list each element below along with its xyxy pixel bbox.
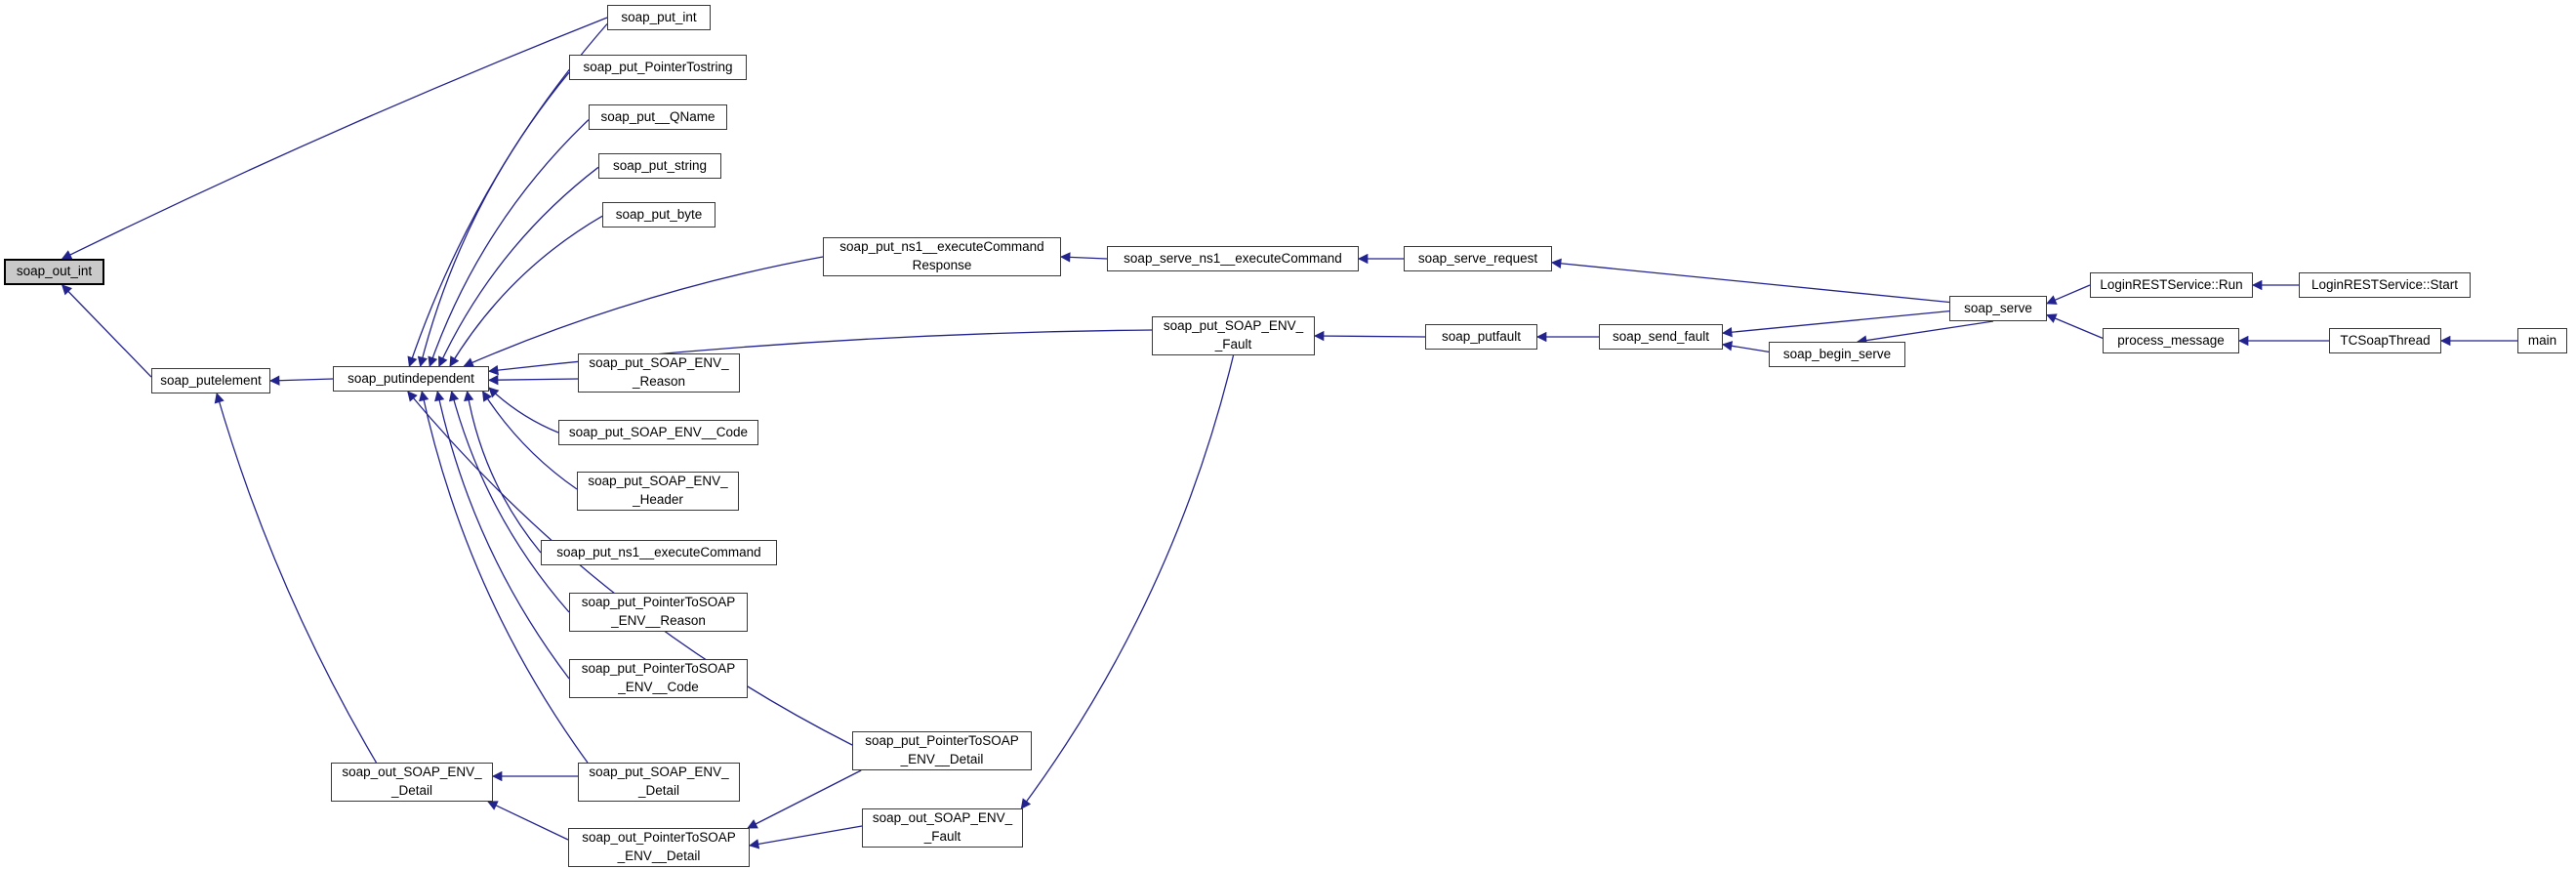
graph-node-putindependent[interactable]: soap_putindependent [333,366,489,392]
call-edge-put_string-to-putindependent [438,166,599,367]
graph-node-put_string[interactable]: soap_put_string [598,153,721,179]
call-edge-put_env_reason-to-putindependent [487,374,579,386]
graph-node-put_env_detail[interactable]: soap_put_SOAP_ENV_ _Detail [578,763,740,802]
call-edge-put_ptr_env_reason-to-putindependent [448,390,570,613]
graph-node-put_byte[interactable]: soap_put_byte [602,202,716,228]
graph-node-login_run[interactable]: LoginRESTService::Run [2090,272,2253,298]
call-edge-soap_serve-to-begin_serve [1856,320,1994,346]
graph-node-put_ptr_env_reason[interactable]: soap_put_PointerToSOAP _ENV__Reason [569,593,748,632]
call-edge-login_run-to-soap_serve [2046,284,2091,305]
graph-node-out_env_detail[interactable]: soap_out_SOAP_ENV_ _Detail [331,763,493,802]
graph-node-put_qname[interactable]: soap_put__QName [589,104,727,130]
call-edge-put_execmd-to-putindependent [464,390,542,554]
call-edge-soap_serve-to-serve_request [1550,258,1950,304]
call-edge-putelement-to-out_int [61,284,152,378]
call-edge-soap_serve-to-send_fault [1721,310,1950,338]
graph-node-put_execmd[interactable]: soap_put_ns1__executeCommand [541,540,777,565]
call-edge-put_byte-to-putindependent [449,215,603,367]
graph-node-put_ptr_env_detail[interactable]: soap_put_PointerToSOAP _ENV__Detail [852,731,1032,770]
graph-node-out_ptr_env_detail[interactable]: soap_out_PointerToSOAP _ENV__Detail [568,828,750,867]
call-edge-put_int-to-out_int [61,17,608,260]
call-edge-put_execmd_resp-to-putindependent [463,256,824,368]
call-edge-serve_execmd-to-put_execmd_resp [1059,252,1108,263]
graph-node-putelement[interactable]: soap_putelement [151,368,270,393]
call-edge-put_ptr_env_code-to-putindependent [434,390,570,680]
call-edge-process_message-to-soap_serve [2046,313,2104,339]
graph-node-login_start[interactable]: LoginRESTService::Start [2299,272,2471,298]
graph-node-put_int[interactable]: soap_put_int [607,5,711,30]
graph-node-put_env_reason[interactable]: soap_put_SOAP_ENV_ _Reason [578,353,740,393]
graph-node-put_ptr_tostring[interactable]: soap_put_PointerTostring [569,55,747,80]
graph-node-out_env_fault[interactable]: soap_out_SOAP_ENV_ _Fault [862,808,1023,848]
call-edge-put_qname-to-putindependent [428,119,590,367]
graph-node-begin_serve[interactable]: soap_begin_serve [1769,342,1905,367]
call-edge-putfault-to-put_env_fault [1313,330,1426,342]
call-edge-out_env_detail-to-putelement [214,393,378,764]
graph-node-serve_request[interactable]: soap_serve_request [1404,246,1552,271]
call-edge-putindependent-to-putelement [268,375,334,386]
graph-node-putfault[interactable]: soap_putfault [1425,324,1537,350]
call-edge-out_env_fault-to-out_ptr_env_detail [748,825,863,849]
call-edge-put_env_detail-to-putindependent [419,390,589,764]
graph-node-put_env_fault[interactable]: soap_put_SOAP_ENV_ _Fault [1152,316,1315,355]
call-edge-out_ptr_env_detail-to-out_env_detail [487,801,569,841]
graph-node-put_ptr_env_code[interactable]: soap_put_PointerToSOAP _ENV__Code [569,659,748,698]
call-edge-put_env_header-to-putindependent [482,391,578,490]
call-edge-begin_serve-to-send_fault [1721,341,1770,353]
graph-node-send_fault[interactable]: soap_send_fault [1599,324,1723,350]
call-edge-put_ptr_tostring-to-putindependent [417,71,570,368]
call-edge-put_env_code-to-putindependent [488,387,559,434]
call-edge-put_ptr_env_detail-to-putindependent [407,391,853,746]
graph-node-tcsoapthread[interactable]: TCSoapThread [2329,328,2441,353]
graph-node-put_env_header[interactable]: soap_put_SOAP_ENV_ _Header [577,472,739,511]
graph-node-main[interactable]: main [2517,328,2567,353]
call-edge-put_env_fault-to-out_env_fault [1020,354,1235,809]
graph-node-soap_serve[interactable]: soap_serve [1949,296,2047,321]
graph-node-put_env_code[interactable]: soap_put_SOAP_ENV__Code [558,420,758,445]
graph-node-process_message[interactable]: process_message [2103,328,2239,353]
graph-node-put_execmd_resp[interactable]: soap_put_ns1__executeCommand Response [823,237,1061,276]
call-edge-put_ptr_env_detail-to-out_ptr_env_detail [747,769,862,829]
graph-node-out_int[interactable]: soap_out_int [4,259,104,285]
graph-node-serve_execmd[interactable]: soap_serve_ns1__executeCommand [1107,246,1359,271]
